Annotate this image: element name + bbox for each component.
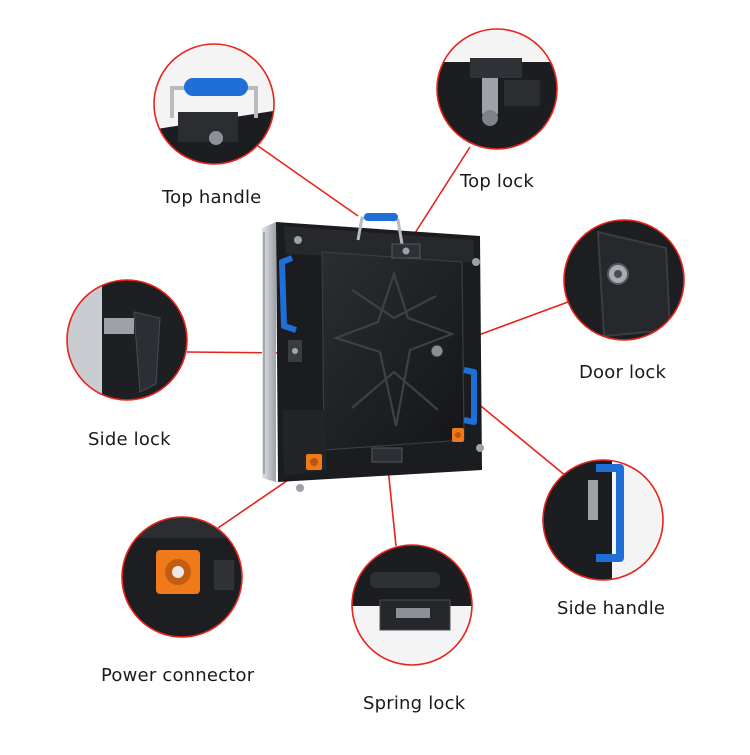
- callout-line-top-handle: [257, 145, 359, 217]
- callout-line-top-lock: [407, 146, 471, 245]
- cover-emboss: [332, 270, 456, 427]
- label-power-connector: Power connector: [101, 665, 255, 686]
- label-top-lock: Top lock: [460, 171, 535, 192]
- label-side-lock: Side lock: [88, 429, 171, 450]
- label-spring-lock: Spring lock: [363, 693, 466, 714]
- callout-top-handle: [153, 43, 275, 165]
- callout-top-lock: [436, 28, 558, 150]
- callout-spring-lock: [351, 544, 473, 666]
- cabinet-right-handle: [463, 367, 477, 425]
- callout-line-spring: [387, 467, 397, 547]
- callout-lines: [186, 145, 569, 547]
- callout-line-side-handle: [475, 401, 567, 477]
- led-cabinet: [262, 213, 484, 492]
- callout-side-lock: [66, 279, 188, 401]
- cabinet-left-handle: [279, 255, 297, 333]
- cabinet-spring-lock: [371, 447, 403, 463]
- label-door-lock: Door lock: [579, 362, 667, 383]
- cabinet-side-frame: [262, 222, 276, 482]
- door-lock-knob: [430, 344, 444, 358]
- label-side-handle: Side handle: [557, 598, 666, 619]
- callout-door-lock: [563, 219, 685, 341]
- callout-side-handle: [542, 459, 664, 581]
- callout-line-side-lock: [186, 351, 295, 354]
- label-top-handle: Top handle: [162, 187, 262, 208]
- callout-power-connector: [121, 516, 243, 638]
